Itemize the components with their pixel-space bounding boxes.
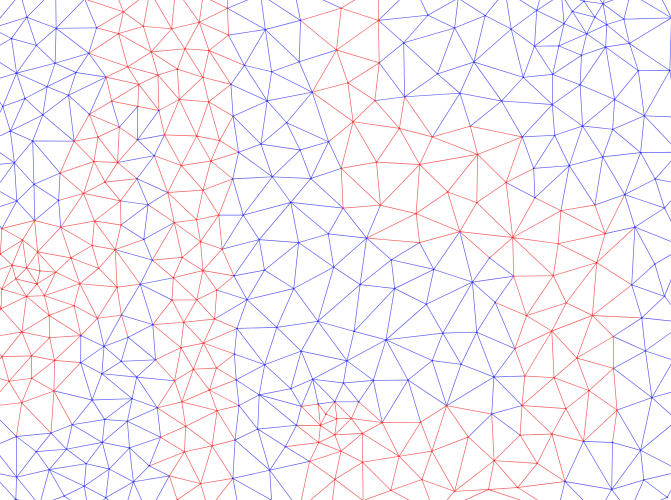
mesh-figure <box>0 0 671 500</box>
triangular-mesh <box>0 0 671 500</box>
